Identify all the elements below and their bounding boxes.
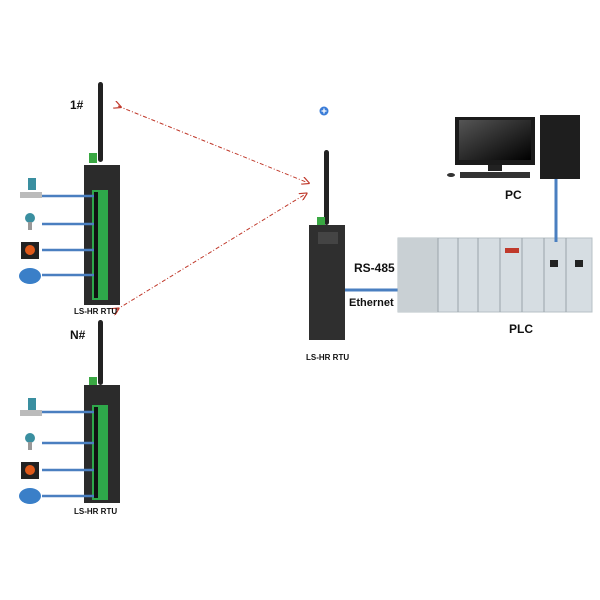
rtu-1-id: 1#	[70, 98, 84, 112]
rtu-1-device	[84, 82, 120, 305]
motor-icon	[19, 488, 41, 504]
sensor-wires-1	[42, 194, 94, 277]
motor-icon	[19, 268, 41, 284]
wireless-link-n	[116, 195, 304, 310]
ethernet-label: Ethernet	[349, 297, 394, 309]
alarm-light-icon	[21, 242, 39, 259]
pressure-transmitter-icon	[25, 433, 35, 450]
alarm-light-icon	[21, 462, 39, 479]
rs485-label: RS-485	[354, 261, 395, 275]
plc-label: PLC	[509, 322, 533, 336]
sensor-wires-n	[42, 410, 94, 498]
flow-meter-icon	[20, 398, 42, 416]
plus-icon[interactable]	[319, 106, 329, 116]
plc-rack	[397, 237, 593, 313]
flow-meter-icon	[20, 178, 42, 198]
rtu-1-name: LS-HR RTU	[74, 307, 118, 316]
rtu-n-id: N#	[70, 328, 86, 342]
rtu-center-device	[309, 150, 345, 340]
pressure-transmitter-icon	[25, 213, 35, 230]
pc-label: PC	[505, 188, 522, 202]
rtu-center-name: LS-HR RTU	[306, 353, 350, 362]
rtu-n-device	[84, 320, 120, 503]
pc-computer	[447, 115, 580, 179]
wireless-link-1	[118, 106, 306, 182]
rtu-n-name: LS-HR RTU	[74, 507, 118, 516]
